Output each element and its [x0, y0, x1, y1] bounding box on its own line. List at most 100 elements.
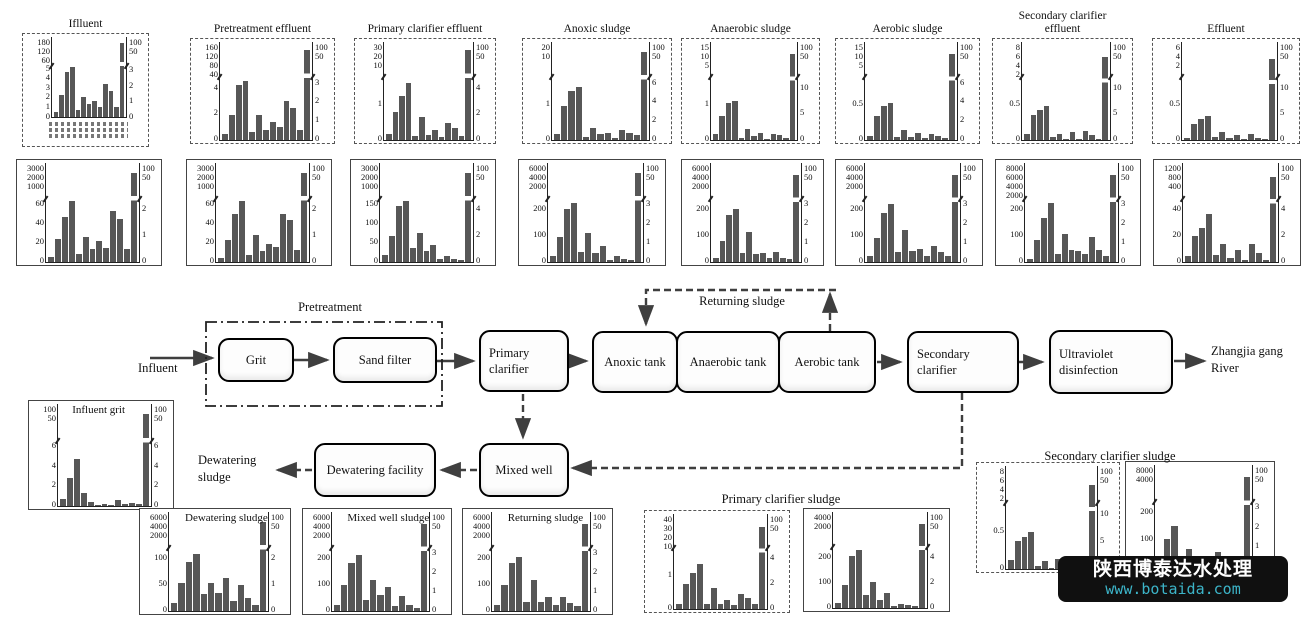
bar — [416, 233, 423, 262]
bar — [355, 554, 362, 611]
axis-tick-label: 100 — [142, 163, 155, 173]
bar — [263, 130, 269, 140]
bar — [465, 172, 471, 262]
axis-tick-label: 4000 — [1006, 181, 1023, 191]
plot-area — [165, 512, 272, 612]
bar — [297, 130, 304, 140]
left-axis: 18012060543210 — [25, 37, 51, 119]
bar — [523, 602, 530, 611]
bar — [409, 248, 416, 262]
influent-label: Influent — [138, 361, 178, 375]
bar — [746, 232, 753, 262]
bar — [738, 138, 744, 140]
axis-tick-label: 6 — [51, 439, 56, 450]
axis-tick-label: 0 — [162, 603, 167, 614]
bar — [620, 259, 627, 262]
axis-tick-label: 100 — [317, 577, 330, 588]
chart-title: Secondary clarifier effluent — [1018, 10, 1107, 36]
plot-area — [707, 42, 801, 141]
axis-tick-label: 1 — [142, 228, 147, 239]
bar — [1103, 256, 1110, 262]
axis-tick-label: 40 — [1172, 202, 1182, 213]
bar — [835, 603, 841, 608]
bar — [731, 605, 738, 609]
node-primary-clarifier: Primary clarifier — [479, 330, 569, 392]
axis-tick-label: 6000 — [473, 512, 490, 522]
bar — [738, 593, 745, 609]
node-aerobic-tank: Aerobic tank — [778, 331, 876, 393]
bar — [1233, 135, 1240, 140]
axis-tick-label: 2000 — [814, 521, 831, 531]
axis-tick-label: 100 — [646, 163, 659, 173]
axis-tick-label: 40 — [663, 514, 673, 524]
bar — [1184, 138, 1191, 140]
axis-tick-label: 1 — [377, 98, 382, 109]
bar — [412, 136, 419, 140]
bar — [136, 503, 143, 506]
bar — [1102, 56, 1108, 140]
bar — [856, 550, 862, 608]
bar — [301, 172, 307, 262]
bar — [494, 605, 501, 611]
axis-tick-label: 2 — [51, 479, 56, 490]
axis-tick-label: 0 — [39, 254, 44, 265]
axis-tick-label: 3 — [804, 197, 809, 208]
left-axis: 800040002001000 — [1128, 465, 1154, 569]
bar — [1205, 116, 1212, 140]
axis-tick-label: 6000 — [846, 163, 863, 173]
bar — [423, 251, 430, 262]
axis-tick-label: 4 — [51, 459, 56, 470]
bar — [1063, 139, 1069, 140]
chart-title: Returning sludge — [507, 512, 584, 524]
axis-tick-label: 100 — [1121, 163, 1134, 173]
bar — [1254, 138, 1261, 140]
axis-tick-label: 100 — [1280, 42, 1293, 52]
axis-tick-label: 100 — [818, 575, 831, 586]
axis-tick-label: 0 — [770, 601, 775, 612]
bar — [867, 136, 873, 140]
bar — [75, 109, 81, 117]
plot-area — [829, 512, 931, 609]
bar — [103, 248, 110, 262]
axis-tick-label: 60 — [41, 55, 51, 65]
bar — [773, 252, 779, 262]
axis-tick-label: 120 — [37, 46, 50, 56]
axis-tick-label: 400 — [1168, 181, 1181, 191]
bar — [590, 128, 597, 140]
bar — [921, 138, 928, 140]
axis-tick-label: 50 — [142, 172, 151, 182]
bar — [759, 527, 765, 609]
chart-title: Mixed well sludge — [347, 512, 430, 524]
axis-tick-label: 2 — [960, 113, 965, 124]
bar — [949, 53, 955, 140]
bar — [887, 102, 894, 140]
axis-tick-label: 100 — [312, 163, 325, 173]
bar — [1089, 484, 1095, 569]
axis-tick-label: 6 — [652, 76, 657, 87]
axis-tick-label: 0 — [154, 498, 159, 509]
axis-tick-label: 200 — [818, 550, 831, 561]
xtick-labels-illegible — [49, 122, 128, 144]
axis-tick-label: 100 — [476, 163, 489, 173]
axis-tick-label: 1 — [667, 568, 672, 579]
bar — [604, 133, 611, 140]
axis-tick-label: 3 — [45, 81, 50, 92]
axis-tick-label: 0 — [271, 603, 276, 614]
axis-tick-label: 100 — [1255, 465, 1268, 475]
axis-tick-label: 10 — [541, 51, 551, 61]
